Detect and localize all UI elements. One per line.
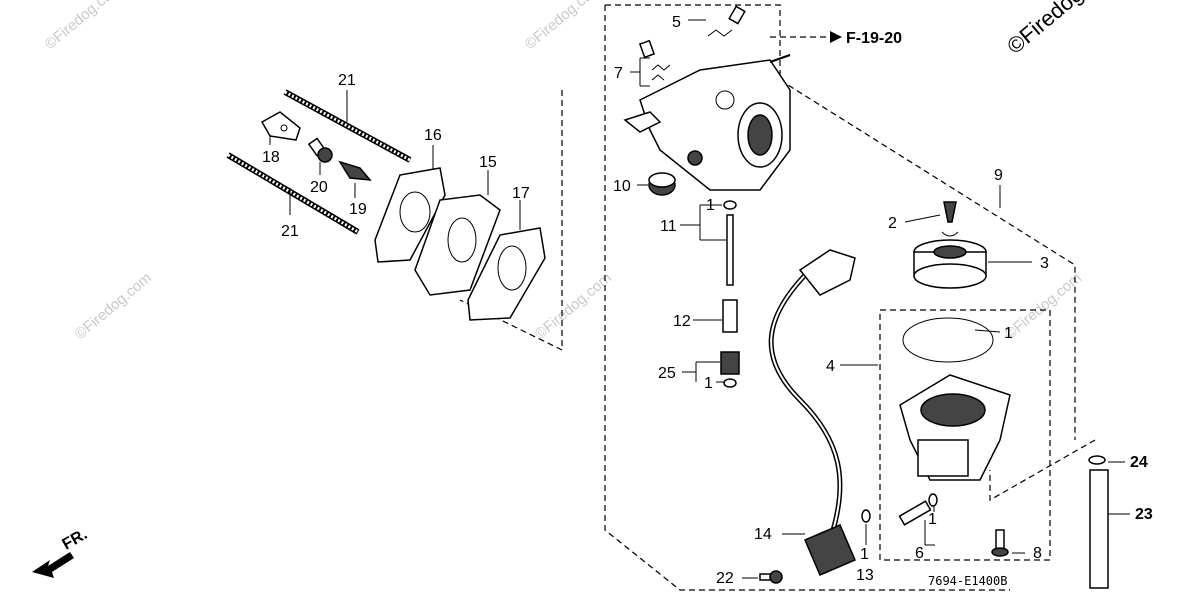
reference-arrow [770,31,842,43]
part-label-17: 17 [512,185,530,202]
part-label-1: 1 [706,197,715,214]
bowl-bolt [991,529,1009,557]
float-bowl [899,317,1011,481]
part-label-8: 8 [1033,545,1042,562]
part-label-5: 5 [672,14,681,31]
watermark: ©Firedog.com [532,269,615,343]
insulator [414,194,501,296]
throttle-stop-screw [707,5,746,37]
part-label-16: 16 [424,127,442,144]
part-label-14: 14 [754,526,772,543]
part-label-20: 20 [310,179,328,196]
cap [648,172,676,196]
part-label-11: 11 [660,218,677,235]
part-label-18: 18 [262,149,280,166]
main-jet-parts [720,200,740,388]
part-label-1: 1 [704,375,713,392]
bolt [307,137,333,163]
part-label-9: 9 [994,167,1003,184]
watermark-main: ©Firedog.com [1002,0,1124,59]
part-label-15: 15 [479,154,497,171]
watermarks: ©Firedog.com ©Firedog.com ©Firedog.com ©… [42,0,1125,343]
part-label-13: 13 [856,567,874,584]
part-label-3: 3 [1040,255,1049,272]
part-labels: 21 21 16 15 17 18 20 19 5 7 10 1 11 12 2… [262,14,1153,587]
needle-valve [941,201,959,237]
part-label-23: 23 [1135,506,1153,523]
drain-screw [898,493,938,526]
part-label-21: 21 [281,223,299,240]
part-label-1: 1 [928,511,937,528]
carburetor-group-outline-left [604,5,1010,591]
washer [861,509,871,523]
leader-lines [269,19,1130,579]
drain-group-outline [989,439,1096,502]
stud-bolt-upper [283,89,412,163]
watermark: ©Firedog.com [1002,269,1085,343]
pilot-screw [638,39,671,81]
part-label-22: 22 [716,570,734,587]
part-label-21: 21 [338,72,356,89]
front-direction-arrow-icon [32,552,74,578]
watermark: ©Firedog.com [522,0,605,53]
part-label-10: 10 [613,178,631,195]
insulator-gasket-left [374,167,446,263]
part-label-19: 19 [349,201,367,218]
direction-label: FR. [60,526,91,554]
bracket [260,111,301,141]
float-bowl-group-outline [879,309,1051,561]
carburetor-body [623,54,791,191]
part-label-12: 12 [673,313,691,330]
solenoid-harness [768,249,856,576]
part-label-2: 2 [888,215,897,232]
drawing-code: 7694-E1400B [928,574,1007,588]
part-label-24: 24 [1130,454,1148,471]
watermark: ©Firedog.com [42,0,125,53]
clip [338,160,372,181]
float [913,239,987,289]
part-label-1: 1 [860,546,869,563]
watermark: ©Firedog.com [72,269,155,343]
part-label-6: 6 [915,545,924,562]
part-label-25: 25 [658,365,676,382]
drain-tube [1089,469,1109,589]
part-label-1: 1 [1004,325,1013,342]
screw-small [759,570,783,584]
part-label-7: 7 [614,65,623,82]
tube-clip [1088,455,1106,465]
part-label-4: 4 [826,358,835,375]
insulator-gasket-right [467,227,546,321]
stud-bolt-lower [226,152,360,235]
reference-link-f-19-20[interactable]: F-19-20 [846,30,902,47]
